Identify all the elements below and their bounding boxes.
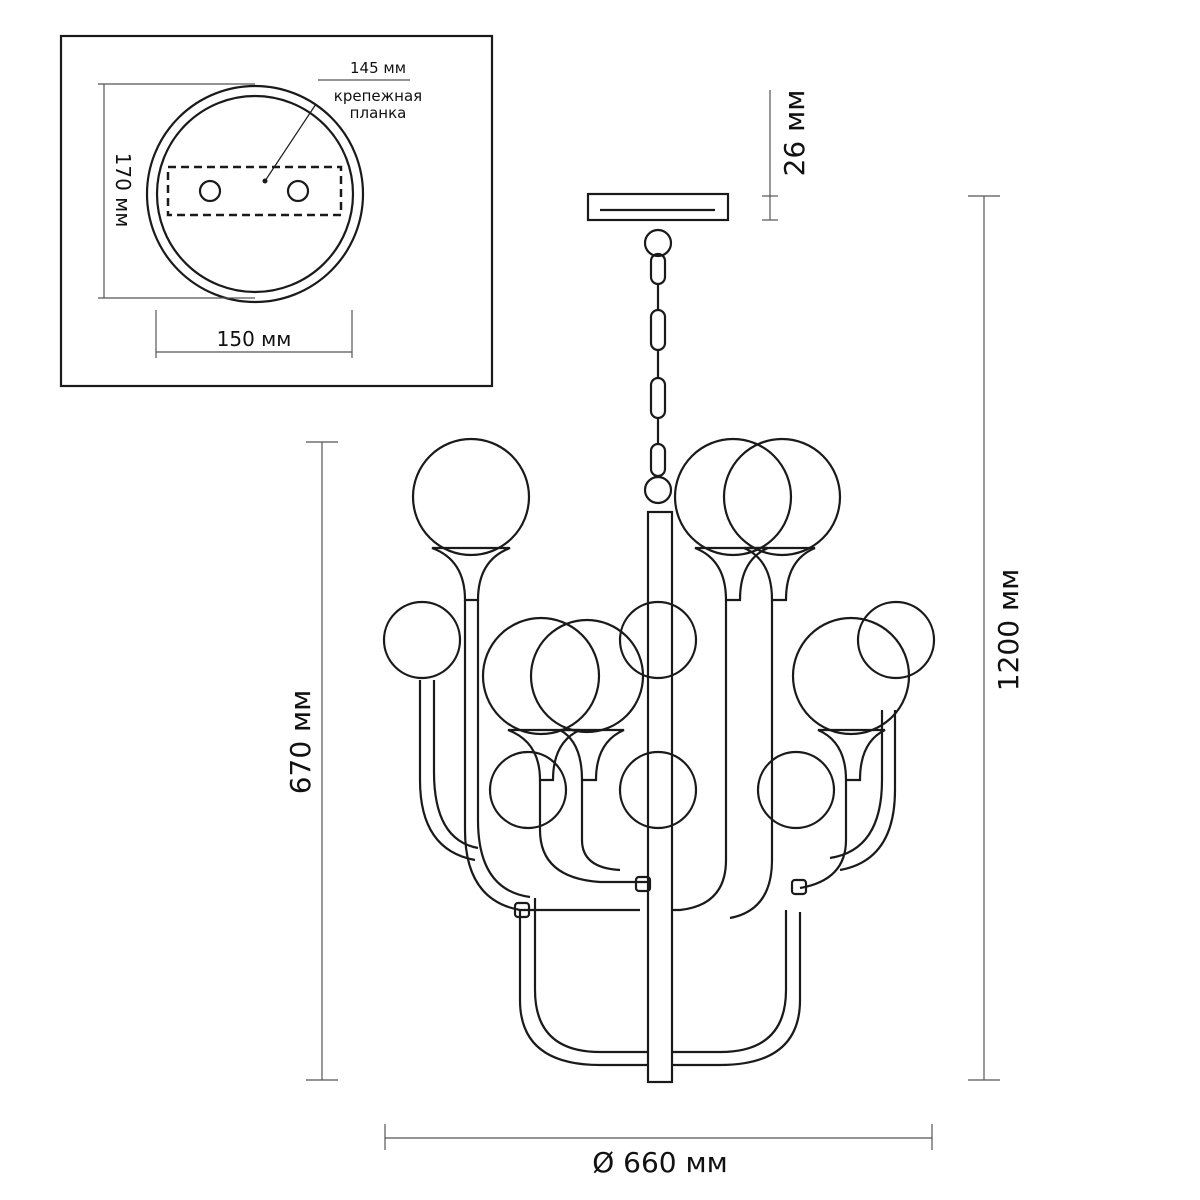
mounting-bar-outline xyxy=(166,165,343,217)
mounting-hole-left xyxy=(198,179,222,203)
crystal-globes xyxy=(411,437,911,782)
inset-canopy-view: 145 мм крепежная планка 170 мм 150 мм xyxy=(59,34,494,388)
inset-frame xyxy=(59,34,494,388)
plain-globes xyxy=(382,600,936,830)
mounting-hole-right xyxy=(286,179,310,203)
inset-height-label: 170 мм xyxy=(111,153,135,228)
inset-bracket-label-line2: планка xyxy=(350,104,407,122)
dimension-lines xyxy=(306,90,1000,1150)
inset-bracket-label-line1: крепежная xyxy=(334,87,422,105)
inset-width-label: 150 мм xyxy=(217,327,292,351)
inset-bar-width-label: 145 мм xyxy=(350,59,406,77)
canopy-inner-circle xyxy=(155,94,355,294)
canopy-outer-circle xyxy=(145,84,365,304)
canopy-plate xyxy=(586,192,730,222)
suspension-chain xyxy=(643,228,673,505)
total-height-label: 1200 мм xyxy=(992,569,1025,691)
canopy-height-label: 26 мм xyxy=(778,90,811,177)
body-height-label: 670 мм xyxy=(284,690,317,795)
arms xyxy=(418,600,897,1067)
bracket-leader-line xyxy=(264,103,317,182)
diameter-label: Ø 660 мм xyxy=(592,1146,728,1179)
central-rod xyxy=(646,510,674,1084)
chandelier-side-view xyxy=(382,192,936,1084)
